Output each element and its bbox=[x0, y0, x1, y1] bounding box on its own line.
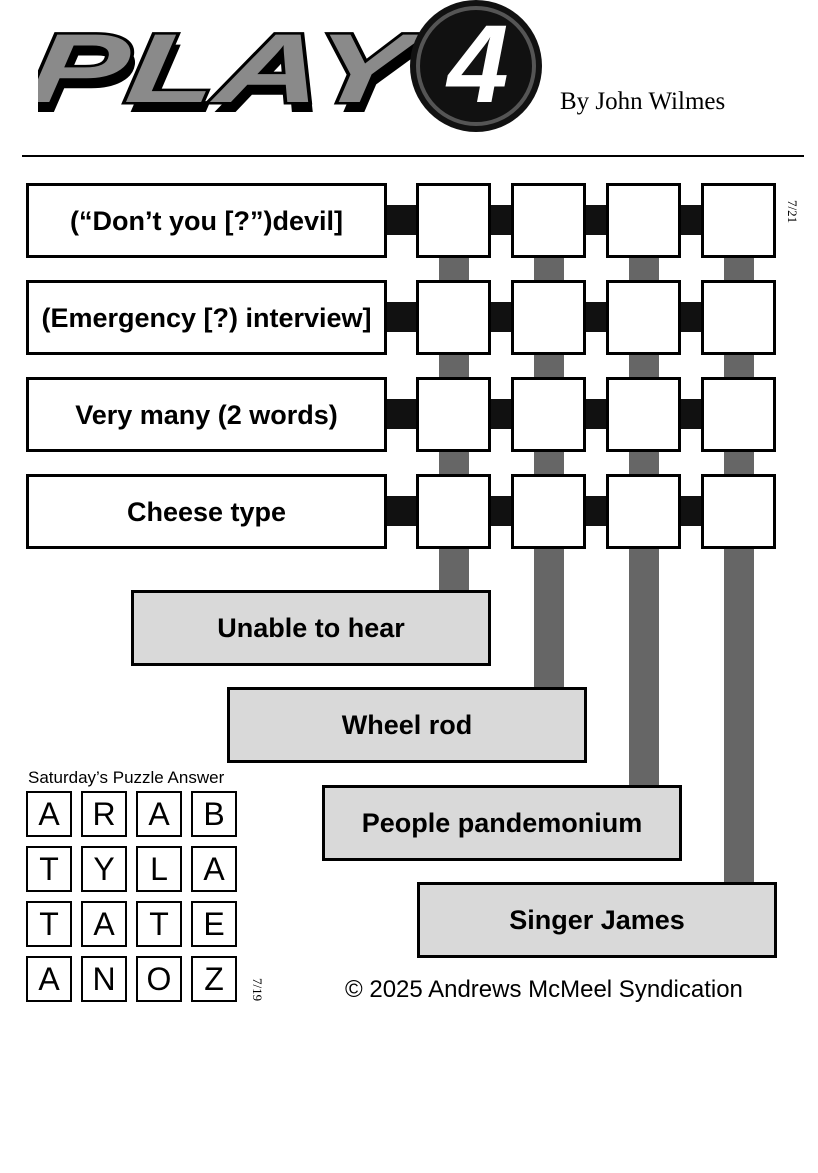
down-clue: Unable to hear bbox=[131, 590, 491, 666]
solution-letter: A bbox=[26, 791, 72, 837]
across-clue: Very many (2 words) bbox=[26, 377, 387, 452]
answer-cell[interactable] bbox=[701, 183, 776, 258]
copyright: © 2025 Andrews McMeel Syndication bbox=[345, 976, 743, 1003]
answer-cell[interactable] bbox=[416, 474, 491, 549]
answer-cell[interactable] bbox=[511, 280, 586, 355]
answer-cell[interactable] bbox=[511, 377, 586, 452]
solution-letter: T bbox=[26, 846, 72, 892]
solution-letter: R bbox=[81, 791, 127, 837]
solution-letter: B bbox=[191, 791, 237, 837]
answer-cell[interactable] bbox=[701, 474, 776, 549]
solution-letter: A bbox=[136, 791, 182, 837]
logo-number: 4 bbox=[445, 3, 508, 126]
answer-cell[interactable] bbox=[416, 280, 491, 355]
solution-letter: T bbox=[136, 901, 182, 947]
answer-cell[interactable] bbox=[701, 280, 776, 355]
puzzle-date: 7/21 bbox=[785, 200, 800, 224]
solution-letter: L bbox=[136, 846, 182, 892]
answer-cell[interactable] bbox=[511, 474, 586, 549]
solution-letter: T bbox=[26, 901, 72, 947]
answer-cell[interactable] bbox=[606, 280, 681, 355]
answer-cell[interactable] bbox=[606, 183, 681, 258]
logo-text-shadow: PLAY bbox=[38, 23, 435, 132]
solution-letter: E bbox=[191, 901, 237, 947]
logo-text: PLAY bbox=[38, 13, 430, 122]
down-clue: Wheel rod bbox=[227, 687, 587, 763]
solution-letter: O bbox=[136, 956, 182, 1002]
across-clue: Cheese type bbox=[26, 474, 387, 549]
across-clue: (Emergency [?) interview] bbox=[26, 280, 387, 355]
down-clue: Singer James bbox=[417, 882, 777, 958]
answer-title: Saturday’s Puzzle Answer bbox=[28, 768, 225, 787]
byline: By John Wilmes bbox=[560, 88, 726, 115]
down-clue: People pandemonium bbox=[322, 785, 682, 861]
answer-date: 7/19 bbox=[250, 978, 265, 1002]
answer-cell[interactable] bbox=[606, 474, 681, 549]
logo-circle bbox=[410, 0, 542, 132]
answer-cell[interactable] bbox=[606, 377, 681, 452]
answer-cell[interactable] bbox=[416, 183, 491, 258]
logo-circle-ring bbox=[416, 6, 536, 126]
solution-letter: A bbox=[191, 846, 237, 892]
answer-cell[interactable] bbox=[511, 183, 586, 258]
play4-logo: PLAY PLAY 4 bbox=[38, 0, 542, 133]
across-clue: (“Don’t you [?”)devil] bbox=[26, 183, 387, 258]
solution-letter: Y bbox=[81, 846, 127, 892]
header-divider bbox=[22, 155, 804, 157]
solution-letter: A bbox=[26, 956, 72, 1002]
solution-letter: A bbox=[81, 901, 127, 947]
solution-letter: N bbox=[81, 956, 127, 1002]
answer-cell[interactable] bbox=[701, 377, 776, 452]
answer-cell[interactable] bbox=[416, 377, 491, 452]
solution-letter: Z bbox=[191, 956, 237, 1002]
